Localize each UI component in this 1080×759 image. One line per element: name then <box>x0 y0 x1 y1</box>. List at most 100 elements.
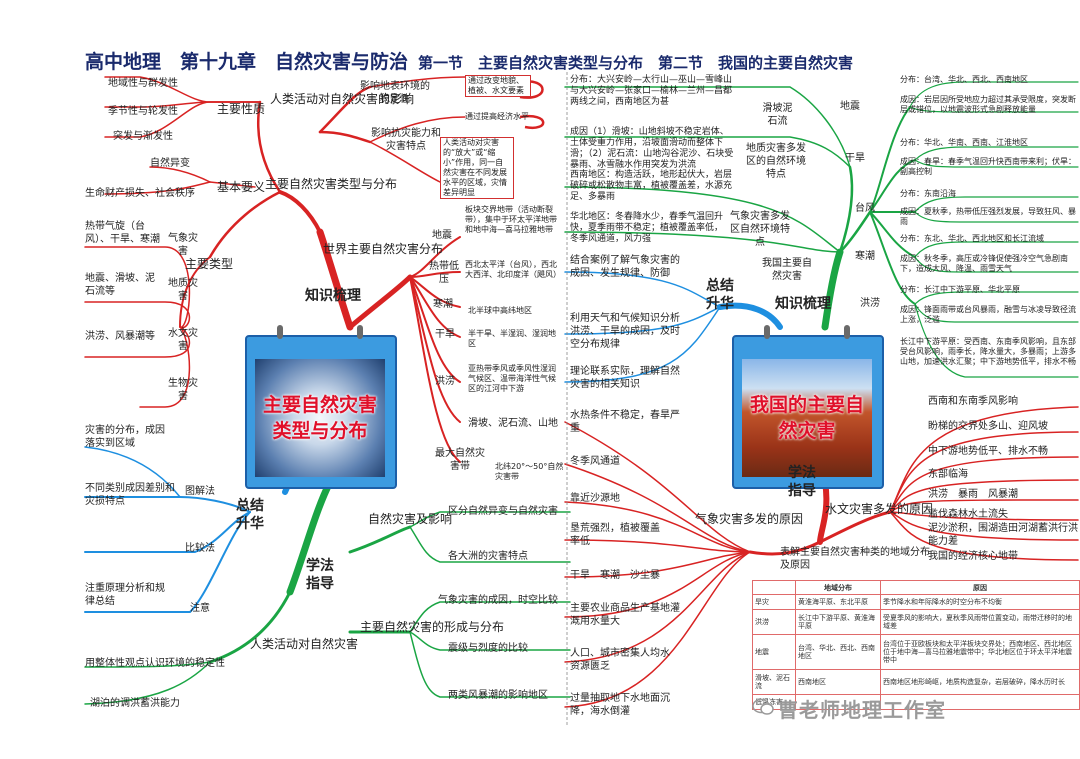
human-b1: 通过改变地貌、植被、水文要素 <box>465 75 531 97</box>
world-zuida: 最大自然灾害带 <box>435 448 485 472</box>
guide-a: 自然灾害及影响 <box>368 512 453 526</box>
table-cell <box>880 694 1080 710</box>
world-ganhan-d: 半干旱、半湿润、湿润地区 <box>468 329 556 348</box>
world-label: 世界主要自然灾害分布 <box>323 242 444 256</box>
qixiangreason-item: 过量抽取地下水地面沉降，海水倒灌 <box>570 693 670 717</box>
xingzhi-item: 季节性与轮发性 <box>108 106 178 117</box>
yaoyi-item: 自然异变 <box>150 158 190 169</box>
human-n2: 影响抗灾能力和灾害特点 <box>371 128 441 152</box>
right-zongjie-label: 总结升华 <box>706 278 734 312</box>
table-row: 旱灾 黄淮海平原、东北平原 季节降水和年际降水的时空分布不均衡 <box>752 594 1080 610</box>
renlei-r2: 湖泊的调洪蓄洪能力 <box>90 698 180 709</box>
zhuyi: 注意 <box>190 603 210 614</box>
qixiangreason-item: 冬季风通道 <box>570 456 620 467</box>
major-honglao-f: 分布：长江中下游平原、华北平原 <box>900 285 1020 294</box>
major-changjiang: 长江中下游平原：受西南、东南季风影响，且东部受台风影响，雨季长，降水量大，多暴雨… <box>900 337 1076 366</box>
table-cell: 旱灾 <box>752 594 796 610</box>
human-label: 人类活动对自然灾害的影响 <box>270 92 415 106</box>
bijiao: 比较法 <box>185 543 215 554</box>
xingzhi-item: 突发与渐发性 <box>113 131 173 142</box>
major-dizhen: 地震 <box>840 101 860 112</box>
tujie: 图解法 <box>185 486 215 497</box>
world-redai-d: 西北太平洋（台风），西北大西洋、北印度洋（飓风） <box>465 260 561 279</box>
guide-b3: 两类风暴潮的影响地区 <box>448 690 548 701</box>
major-honglao-c: 成因：锋面雨带或台风暴雨，融雪与冰凌导致径流上涨，泛滥 <box>900 305 1076 324</box>
huapo-d1: 分布：大兴安岭—太行山—巫山—雪峰山与大兴安岭—张家口—榆林—兰州—昌都两线之间… <box>570 75 733 107</box>
shuiwen-item: 洪涝 暴雨 风暴潮 <box>928 489 1018 500</box>
types-label: 主要自然灾害类型与分布 <box>265 177 398 191</box>
world-honglao-d: 亚热带季风或季风性湿润气候区、温带海洋性气候区的江河中下游 <box>468 364 556 393</box>
world-redai: 热带低压 <box>429 261 459 285</box>
dizhi-label: 地质灾害 <box>168 278 198 302</box>
qixiangreason-item: 干旱 寒潮 沙尘暴 <box>570 570 660 581</box>
shengwu-label: 生物灾害 <box>168 378 198 402</box>
shuiwen-item: 盼梯的交界处多山、迎风坡 <box>928 421 1048 432</box>
table-cell: 滑坡、泥石流 <box>752 669 796 696</box>
table-cell: 受夏季风的影响大，夏秋季风雨带位置变动，雨带迁移时的地域差 <box>880 608 1080 635</box>
guide-b1: 气象灾害的成因，时空比较 <box>438 595 558 606</box>
renlei-r1: 用整体性观点认识环境的稳定性 <box>85 658 225 669</box>
table-cell: 台湾、华北、西北、西南地区 <box>795 633 881 671</box>
table-row: 低温冻害 <box>752 694 1080 710</box>
table-row: 滑坡、泥石流 西南地区 西南地区地形崎岖，地质构造复杂，岩层破碎，降水历时长 <box>752 669 1080 696</box>
major-taifeng-f: 分布：东南沿海 <box>900 189 956 198</box>
table-cell: 季节降水和年际降水的时空分布不均衡 <box>880 594 1080 610</box>
shuiwen-item: 泥沙淤积，围湖造田河湖蓄洪行洪能力差 <box>928 523 1078 547</box>
major-dizhen-c: 成因：岩层因所受地应力超过其承受限度，突发断层或错位，以地震波形式急剧释放能量 <box>900 95 1076 114</box>
right-sum-c: 理论联系实际，理解自然灾害的相关知识 <box>570 366 680 390</box>
card-right: 我国的主要自然灾害 <box>732 325 884 489</box>
qixiang-items: 热带气旋（台风）、干旱、寒潮 <box>85 221 160 245</box>
world-honglao: 洪涝 <box>435 376 455 387</box>
qixiangreason-item: 主要农业商品生产基地灌溉用水量大 <box>570 603 680 627</box>
mind-map: 主要自然灾害类型与分布 我国的主要自然灾害 知识梳理 学法指导 总结升华 主要自… <box>80 72 1080 727</box>
dizhi-items: 地震、滑坡、泥石流等 <box>85 273 155 297</box>
table-cell: 地震 <box>752 633 796 671</box>
table-cell: 西南地区地形崎岖，地质构造复杂，岩层破碎，降水历时长 <box>880 669 1080 696</box>
branch-lines <box>84 72 1079 727</box>
biaojie-label: 表解主要自然灾害种类的地域分布及原因 <box>780 547 930 571</box>
qixiangreason-item: 垦荒强烈，植被覆盖率低 <box>570 523 660 547</box>
yaoyi-item: 生命财产损失、社会秩序 <box>85 188 195 199</box>
guide-a2: 各大洲的灾害特点 <box>448 551 528 562</box>
major-hanchao: 寒潮 <box>855 251 875 262</box>
major-taifeng-c: 成因：夏秋季，热带低压强烈发展，导致狂风、暴雨 <box>900 207 1076 226</box>
guide-b: 主要自然灾害的形成与分布 <box>360 620 505 634</box>
table-cell: 西南地区 <box>795 669 881 696</box>
huapo-d2: 成因（1）滑坡：山地斜坡不稳定岩体、土体受重力作用，沿坡面滑动而整体下滑；（2）… <box>570 127 734 170</box>
table-header-cell <box>752 579 796 596</box>
major-dizhen-f: 分布：台湾、华北、西北、西南地区 <box>900 75 1028 84</box>
right-xuefa-label: 学法指导 <box>788 465 816 499</box>
left-zongjie-label: 总结升华 <box>236 498 264 532</box>
major-ganhan: 干旱 <box>845 153 865 164</box>
qixiang-d: 华北地区：冬春降水少，春季气温回升快，夏季雨带不稳定；植被覆盖率低，冬季风通道，… <box>570 212 724 244</box>
world-hanchao-d: 北半球中高纬地区 <box>468 306 532 315</box>
chapter-title: 高中地理 第十九章 自然灾害与防治 <box>85 51 409 73</box>
wechat-icon <box>752 698 774 715</box>
right-sum-a: 结合案例了解气象灾害的成因、发生规律、防御 <box>570 255 680 279</box>
left-zhishi-label: 知识梳理 <box>305 288 361 304</box>
table-cell: 黄淮海平原、东北平原 <box>795 594 881 610</box>
left-xuefa-label: 学法指导 <box>306 558 334 592</box>
shuiwen-label: 水文灾害多发的原因 <box>825 502 934 516</box>
card-left-title: 主要自然灾害类型与分布 <box>262 394 377 442</box>
shuiwen-item: 滥伐森林水土流失 <box>928 509 1008 520</box>
section-title: 第一节 主要自然灾害类型与分布 第二节 我国的主要自然灾害 <box>418 54 854 72</box>
table-cell: 长江中下游平原、黄淮海平原 <box>795 608 881 635</box>
xingzhi-item: 地域性与群发性 <box>108 78 178 89</box>
table-cell: 洪涝 <box>752 608 796 635</box>
human-b3: 人类活动对灾害的“放大”或“缩小”作用，同一自然灾害在不同发展水平的区域，灾情差… <box>440 137 514 199</box>
shuiwen-item: 西南和东南季风影响 <box>928 396 1018 407</box>
disaster-table: 地域分布 原因 旱灾 黄淮海平原、东北平原 季节降水和年际降水的时空分布不均衡 … <box>752 579 1080 710</box>
dizhi-d: 西南地区：构造活跃，地形起伏大，岩层破碎或松散物丰富，植被覆盖差，水源充足、多暴… <box>570 170 733 202</box>
card-left: 主要自然灾害类型与分布 <box>245 325 397 489</box>
shuiwen-item: 中下游地势低平、排水不畅 <box>928 446 1048 457</box>
world-zuida-d: 北纬20°～50°自然灾害带 <box>495 462 564 481</box>
right-zhishi-label: 知识梳理 <box>775 296 831 312</box>
card-right-title: 我国的主要自然灾害 <box>749 394 864 442</box>
leixing-label: 主要类型 <box>185 257 234 271</box>
table-row: 地震 台湾、华北、西北、西南地区 台湾位于亚欧板块和太平洋板块交界处；西南地区、… <box>752 633 1080 671</box>
major-hanchao-f: 分布：东北、华北、西北地区和长江流域 <box>900 234 1044 243</box>
world-dizhen: 地震 <box>432 230 452 241</box>
shuiwen-item: 东部临海 <box>928 469 968 480</box>
human-n1: 影响地表环境的稳定性 <box>360 81 430 105</box>
